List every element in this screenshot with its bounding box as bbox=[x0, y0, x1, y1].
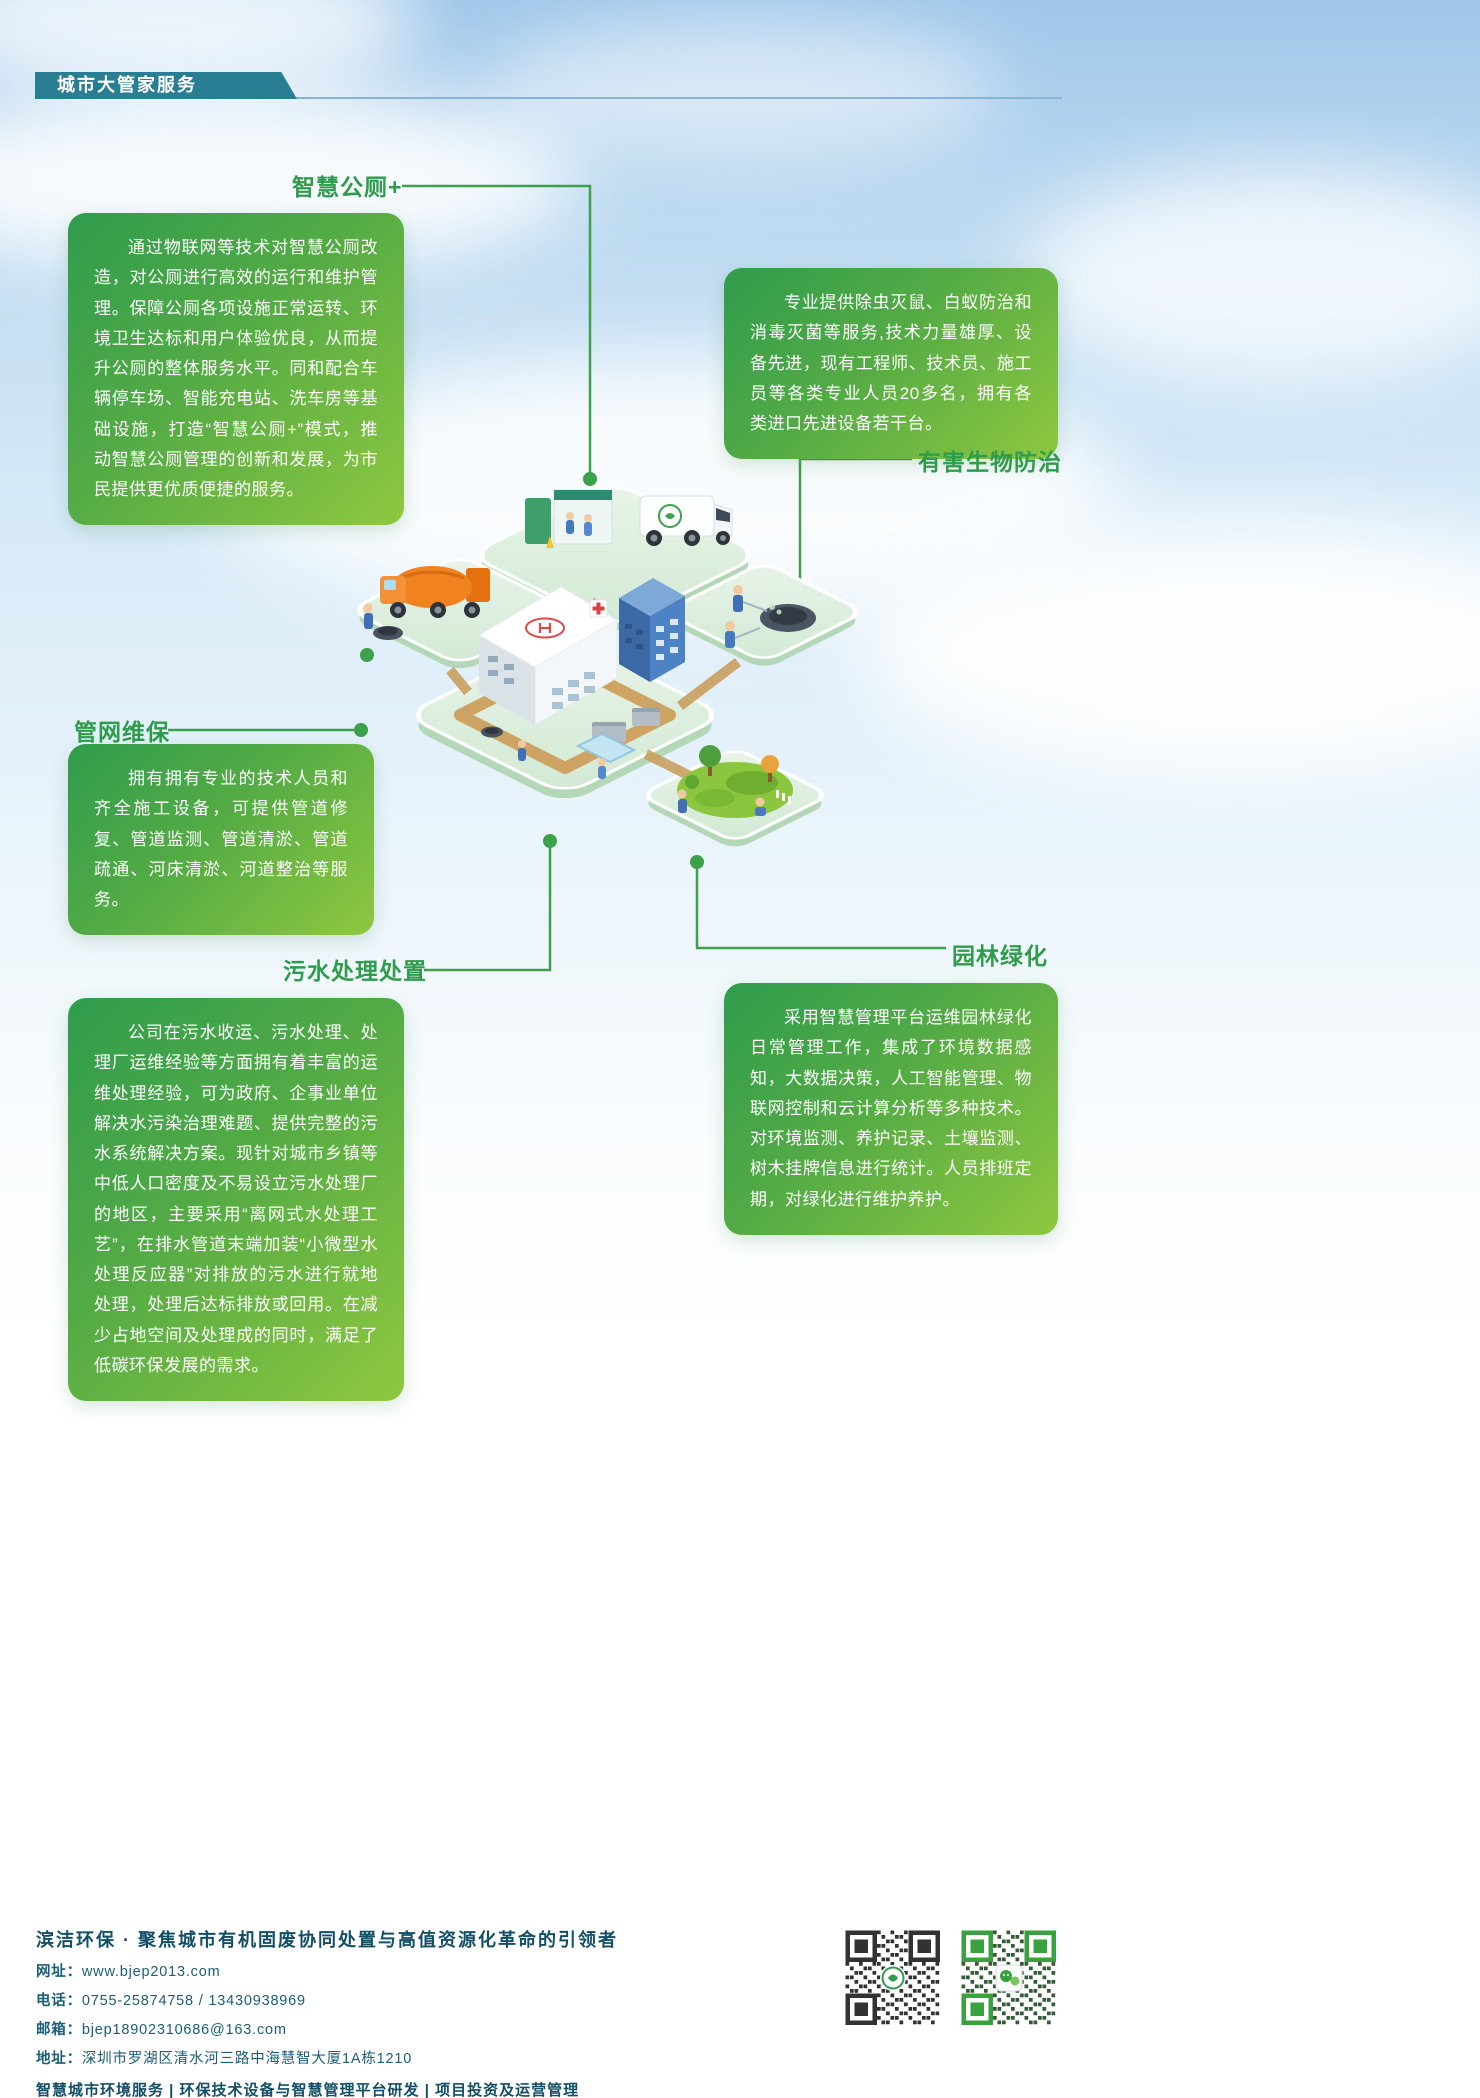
header-underline bbox=[35, 97, 1062, 99]
section-label-sewage: 污水处理处置 bbox=[283, 958, 427, 984]
contact-address: 地址：深圳市罗湖区清水河三路中海慧智大厦1A栋1210 bbox=[36, 2047, 836, 2068]
worker bbox=[598, 758, 606, 766]
gardener bbox=[677, 789, 687, 799]
wet-floor-cone bbox=[546, 536, 554, 548]
contact-label: 电话： bbox=[36, 1993, 82, 2009]
section-label-pipeline: 管网维保 bbox=[74, 719, 170, 745]
pool bbox=[575, 732, 637, 764]
footer-services: 智慧城市环境服务 | 环保技术设备与智慧管理平台研发 | 项目投资及运营管理 bbox=[36, 2082, 580, 2098]
tree bbox=[699, 745, 721, 767]
address-value: 深圳市罗湖区清水河三路中海慧智大厦1A栋1210 bbox=[81, 2051, 413, 2067]
qr-code-company bbox=[844, 1929, 942, 2027]
contact-label: 网址： bbox=[36, 1964, 82, 1980]
helipad bbox=[525, 617, 565, 639]
page-title: 城市大管家服务 bbox=[57, 75, 197, 95]
red-cross-sign bbox=[589, 599, 608, 618]
bush bbox=[685, 775, 699, 789]
garbage-truck bbox=[380, 566, 490, 618]
garden bbox=[677, 745, 793, 818]
section-body-sewage: 公司在污水收运、污水处理、处理厂运维经验等方面拥有着丰富的运维处理经验，可为政府… bbox=[68, 998, 404, 1401]
cloud bbox=[860, 520, 1480, 780]
worker bbox=[566, 512, 574, 520]
treatment-units bbox=[481, 708, 660, 779]
section-body-smart-toilet: 通过物联网等技术对智慧公厕改造，对公厕进行高效的运行和维护管理。保障公厕各项设施… bbox=[68, 213, 404, 526]
contact-label: 地址： bbox=[36, 2051, 82, 2067]
worker bbox=[518, 740, 526, 748]
hospital-building bbox=[478, 586, 618, 726]
tree bbox=[761, 755, 779, 773]
contact-website: 网址：www.bjep2013.com bbox=[36, 1960, 836, 1981]
gardener bbox=[755, 797, 765, 807]
smart-toilet-facility bbox=[525, 489, 613, 548]
delivery-truck bbox=[639, 495, 733, 546]
section-body-pest-control: 专业提供除虫灭鼠、白蚁防治和消毒灭菌等服务,技术力量雄厚、设备先进，现有工程师、… bbox=[724, 268, 1058, 460]
contact-phone: 电话：0755-25874758 / 13430938969 bbox=[36, 1989, 836, 2010]
city-illustration bbox=[357, 487, 858, 847]
footer-tagline: 滨洁环保 · 聚焦城市有机固废协同处置与高值资源化革命的引领者 bbox=[36, 1930, 618, 1950]
email-value: bjep18902310686@163.com bbox=[81, 2022, 287, 2038]
website-link[interactable]: www.bjep2013.com bbox=[81, 1964, 221, 1980]
pest-control-team bbox=[725, 585, 816, 648]
section-label-landscaping: 园林绿化 bbox=[952, 943, 1048, 969]
section-label-pest-control: 有害生物防治 bbox=[918, 449, 1062, 475]
footer: 滨洁环保 · 聚焦城市有机固废协同处置与高值资源化革命的引领者 网址：www.b… bbox=[36, 1926, 836, 2098]
office-building bbox=[619, 578, 685, 682]
section-body-pipeline: 拥有拥有专业的技术人员和齐全施工设备，可提供管道修复、管道监测、管道清淤、管道疏… bbox=[68, 744, 374, 936]
contact-label: 邮箱： bbox=[36, 2022, 82, 2038]
manhole-worker bbox=[363, 603, 403, 640]
phone-value: 0755-25874758 / 13430938969 bbox=[81, 1993, 306, 2009]
qr-code-wechat bbox=[960, 1929, 1058, 2027]
contact-email: 邮箱：bjep18902310686@163.com bbox=[36, 2018, 836, 2039]
section-label-smart-toilet: 智慧公厕+ bbox=[292, 174, 403, 200]
section-body-landscaping: 采用智慧管理平台运维园林绿化日常管理工作，集成了环境数据感知，大数据决策，人工智… bbox=[724, 983, 1058, 1235]
cloud bbox=[480, 20, 1000, 160]
worker bbox=[584, 514, 592, 522]
cloud bbox=[1020, 170, 1480, 380]
page-header: 城市大管家服务 bbox=[35, 72, 297, 99]
